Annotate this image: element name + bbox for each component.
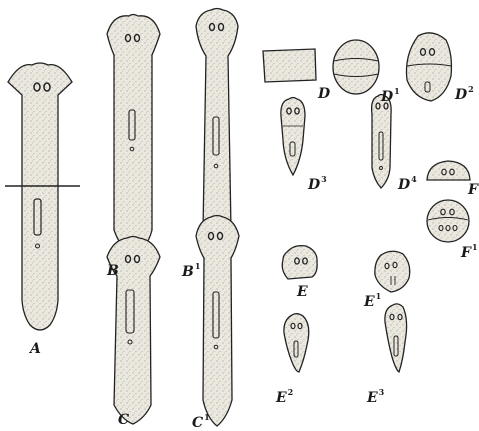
worm-d3	[281, 98, 305, 176]
label-e1: E1	[364, 292, 381, 309]
worm-b	[107, 15, 160, 253]
fragment-f	[427, 161, 470, 180]
label-d1: D1	[381, 87, 400, 104]
fragment-d1	[333, 40, 379, 94]
label-a: A	[30, 342, 41, 356]
label-c1: C1	[192, 413, 210, 430]
fragment-d2	[406, 33, 451, 101]
worm-d4	[372, 95, 392, 189]
label-b: B	[107, 264, 119, 278]
label-f: F	[468, 183, 478, 197]
worm-c1	[196, 216, 239, 427]
label-e: E	[297, 285, 308, 299]
worm-a	[5, 63, 80, 330]
fragment-f1	[427, 200, 469, 242]
label-f1: F1	[461, 243, 478, 260]
label-d2: D2	[455, 85, 474, 102]
fragment-e1	[375, 251, 410, 292]
label-b1: B1	[182, 262, 200, 279]
worm-e3	[385, 304, 407, 372]
fragment-d	[263, 49, 316, 82]
label-e3: E3	[367, 388, 384, 405]
fragment-e	[282, 246, 317, 279]
label-d: D	[318, 87, 330, 101]
worm-e2	[284, 314, 309, 372]
label-e2: E2	[276, 388, 293, 405]
label-d3: D3	[308, 175, 327, 192]
label-d4: D4	[398, 175, 417, 192]
label-c: C	[118, 413, 129, 427]
